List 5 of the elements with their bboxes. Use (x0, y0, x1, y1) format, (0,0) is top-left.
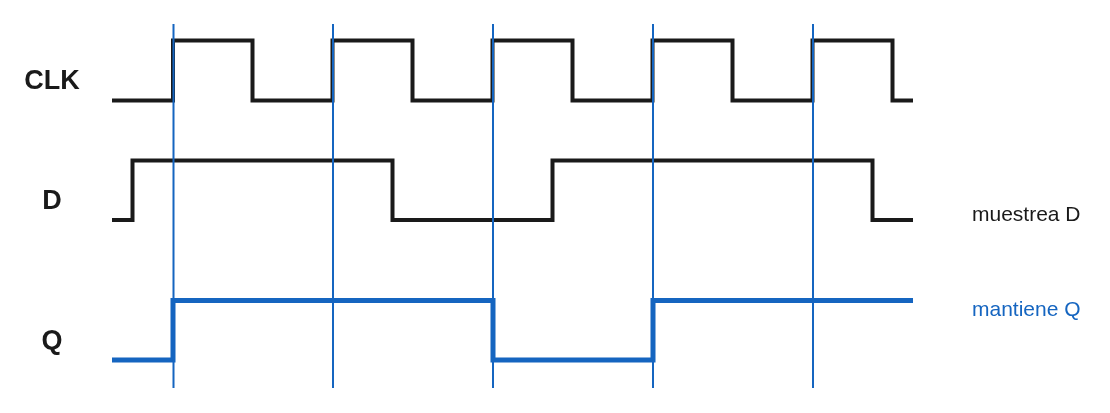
signal-label: D (42, 186, 62, 214)
annotation-text: muestrea D (972, 202, 1081, 224)
annotation-text: mantiene Q (972, 298, 1081, 320)
signal-label: Q (41, 326, 63, 354)
signal-label: CLK (24, 66, 80, 94)
